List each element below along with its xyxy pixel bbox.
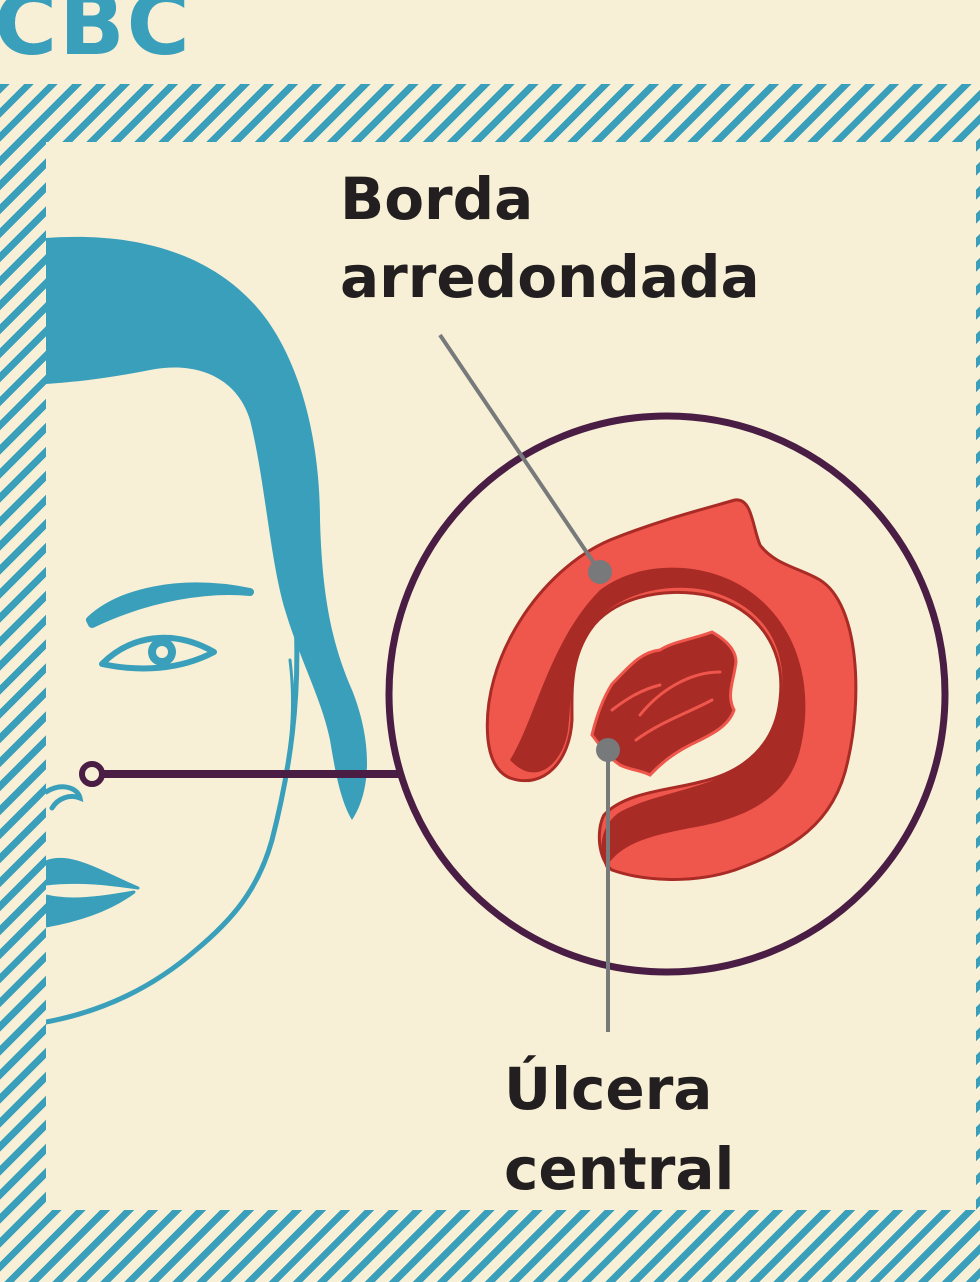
mouth — [46, 859, 138, 926]
rolled-border-label-line1: Borda — [340, 170, 760, 228]
hair-shape — [46, 237, 367, 820]
eyebrow — [90, 587, 250, 624]
ulcer-pointer-dot — [596, 738, 620, 762]
nose — [46, 787, 80, 808]
lesion-location-marker — [82, 764, 102, 784]
central-ulcer-label-line1: Úlcera — [504, 1060, 734, 1118]
eye-pupil-highlight — [156, 646, 168, 658]
face-contour — [46, 620, 297, 1022]
border-pointer-dot — [588, 560, 612, 584]
rolled-border-label: Borda arredondada — [340, 170, 760, 306]
central-ulcer-label: Úlcera central — [504, 1060, 734, 1198]
central-ulcer-label-line2: central — [504, 1140, 734, 1198]
rolled-border-label-line2: arredondada — [340, 248, 760, 306]
